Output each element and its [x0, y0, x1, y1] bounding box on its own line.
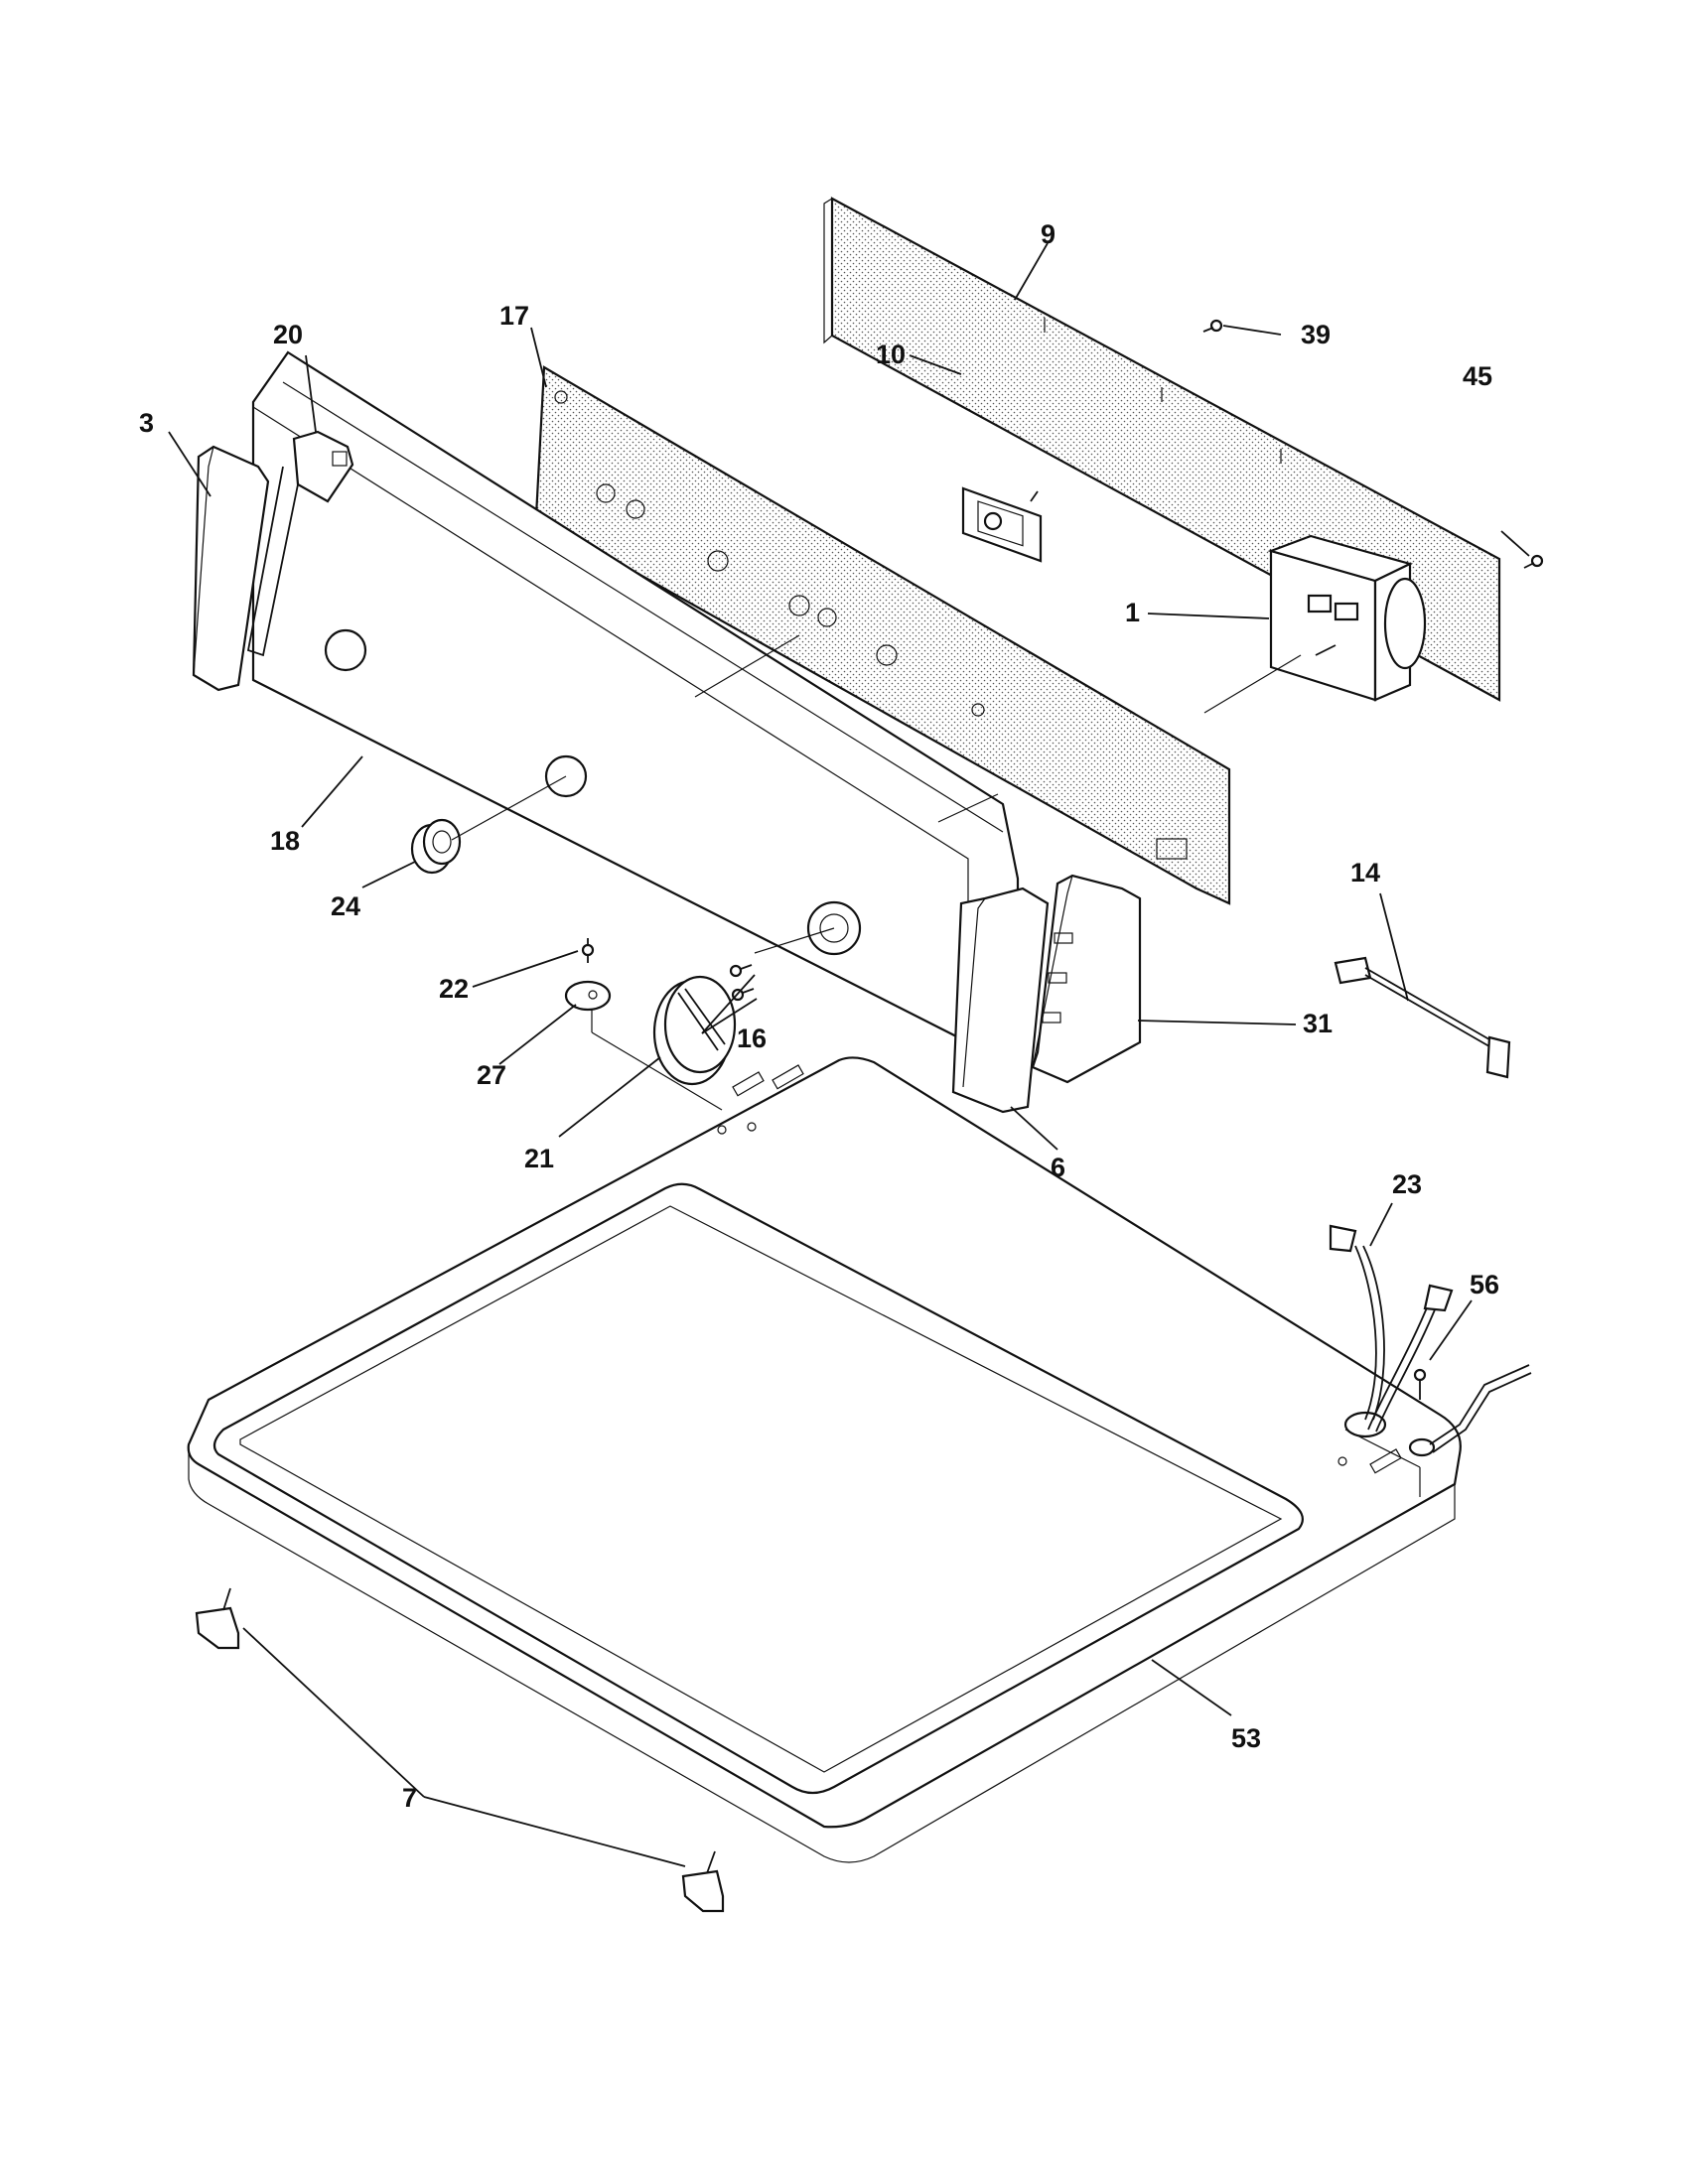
knob-part	[652, 975, 737, 1086]
callout-31: 31	[1303, 1009, 1333, 1038]
callout-22: 22	[439, 974, 469, 1004]
timer-part	[1267, 534, 1427, 702]
callout-16: 16	[737, 1024, 767, 1053]
callout-53: 53	[1231, 1723, 1261, 1753]
alignment-lines	[451, 634, 1421, 1497]
callout-21: 21	[524, 1144, 554, 1173]
callout-17: 17	[499, 301, 529, 331]
callout-7: 7	[402, 1783, 417, 1813]
cord-leads	[1329, 1224, 1454, 1433]
left-end-cap	[192, 445, 270, 692]
screws-part-16	[729, 964, 755, 1002]
callout-labels: 9 39 17 20 3 45 10 1 18 14 24 22 16 31 2…	[139, 219, 1499, 1813]
callout-23: 23	[1392, 1169, 1422, 1199]
callout-6: 6	[1051, 1153, 1065, 1182]
callout-10: 10	[876, 340, 906, 369]
callout-18: 18	[270, 826, 300, 856]
callout-56: 56	[1470, 1270, 1499, 1299]
callout-39: 39	[1301, 320, 1331, 349]
ground-screw	[1408, 1364, 1532, 1457]
callout-14: 14	[1350, 858, 1380, 887]
screws-39-45	[1202, 319, 1544, 569]
cam-part	[564, 938, 612, 1012]
push-button-part	[410, 818, 462, 875]
callout-1: 1	[1125, 598, 1140, 627]
control-panel-backing	[534, 365, 1231, 905]
wire-harness-part	[1334, 956, 1511, 1079]
callout-9: 9	[1041, 219, 1055, 249]
top-cover	[187, 1056, 1462, 1863]
callout-20: 20	[273, 320, 303, 349]
callout-45: 45	[1463, 361, 1492, 391]
callout-3: 3	[139, 408, 154, 438]
right-bracket	[1031, 874, 1142, 1084]
leader-lines	[168, 242, 1530, 1867]
clip-part-upper	[195, 1587, 240, 1650]
left-bracket	[246, 430, 354, 657]
right-end-cap	[951, 887, 1050, 1114]
callout-27: 27	[477, 1060, 506, 1090]
clip-part-lower	[681, 1850, 725, 1913]
callout-24: 24	[331, 891, 360, 921]
switch-part	[961, 486, 1043, 563]
